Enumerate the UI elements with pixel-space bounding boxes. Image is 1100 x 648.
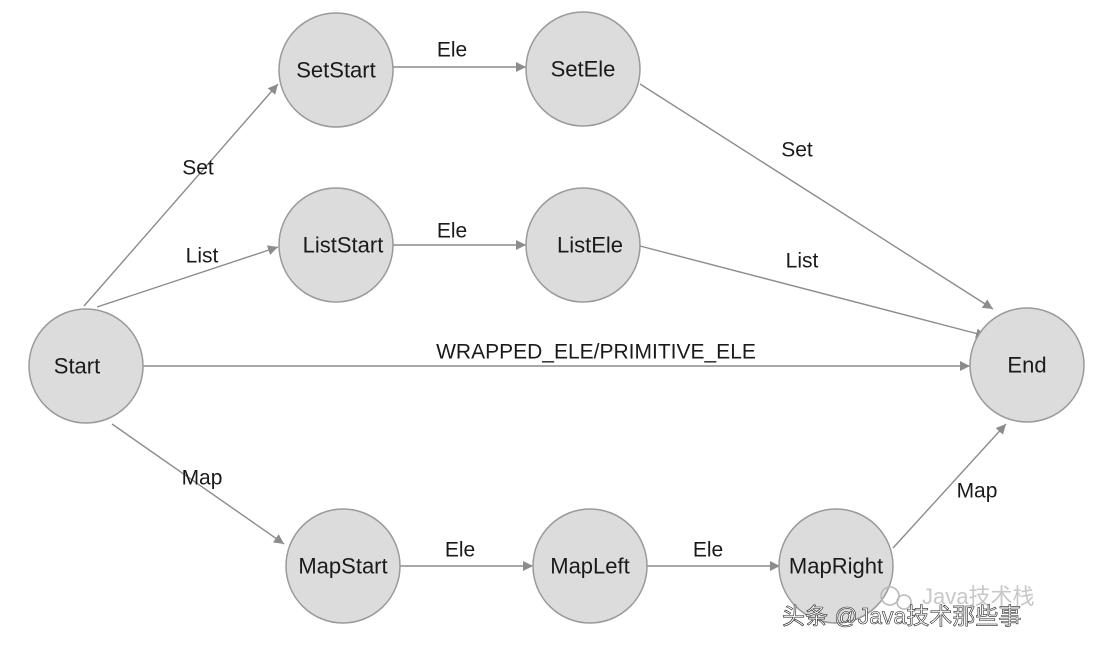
node-set-ele-label: SetEle <box>551 57 616 82</box>
label-start-set: Set <box>182 157 214 180</box>
edges <box>83 62 1007 571</box>
watermark-faint-text: Java技术栈 <box>922 584 1034 609</box>
node-list-start: ListStart <box>278 187 394 303</box>
node-map-start-label: MapStart <box>298 554 387 579</box>
watermark-text: 头条 @Java技术那些事 <box>782 603 1021 629</box>
node-map-right-label: MapRight <box>789 554 883 579</box>
node-end: End <box>969 307 1085 423</box>
watermark: Java技术栈 头条 @Java技术那些事 <box>782 584 1035 629</box>
node-end-label: End <box>1007 353 1046 378</box>
edge-labels: Set Ele Set List Ele List WRAPPED_ELE/PR… <box>182 39 998 562</box>
label-map-end: Map <box>957 480 998 503</box>
node-set-start-label: SetStart <box>296 58 375 83</box>
edge-start-setstart <box>83 83 279 307</box>
node-set-start: SetStart <box>278 12 394 128</box>
label-list-ele: Ele <box>437 220 467 243</box>
label-map-left: Ele <box>445 539 475 562</box>
nodes: Start SetStart SetEle ListStart ListEle … <box>28 11 1085 624</box>
label-set-ele: Ele <box>437 39 467 62</box>
edge-setele-end <box>639 83 994 310</box>
label-start-list: List <box>186 245 219 268</box>
edge-listele-end <box>639 245 987 339</box>
node-list-ele-label: ListEle <box>557 233 623 258</box>
edge-start-liststart <box>96 245 279 308</box>
edge-mapright-end <box>892 423 1007 549</box>
node-map-right: MapRight <box>778 508 894 624</box>
node-list-ele: ListEle <box>525 187 641 303</box>
watermark-chat-icon <box>880 586 912 610</box>
node-list-start-label: ListStart <box>303 233 384 258</box>
label-start-end: WRAPPED_ELE/PRIMITIVE_ELE <box>436 341 756 364</box>
edge-start-mapstart <box>111 423 285 545</box>
label-map-right: Ele <box>693 539 723 562</box>
label-set-end: Set <box>781 139 813 162</box>
node-start: Start <box>28 308 144 424</box>
label-start-map: Map <box>182 467 223 490</box>
node-map-left-label: MapLeft <box>550 554 630 579</box>
label-list-end: List <box>786 250 819 273</box>
node-map-left: MapLeft <box>532 508 648 624</box>
node-set-ele: SetEle <box>525 11 641 127</box>
node-start-label: Start <box>54 354 100 379</box>
node-map-start: MapStart <box>285 508 401 624</box>
